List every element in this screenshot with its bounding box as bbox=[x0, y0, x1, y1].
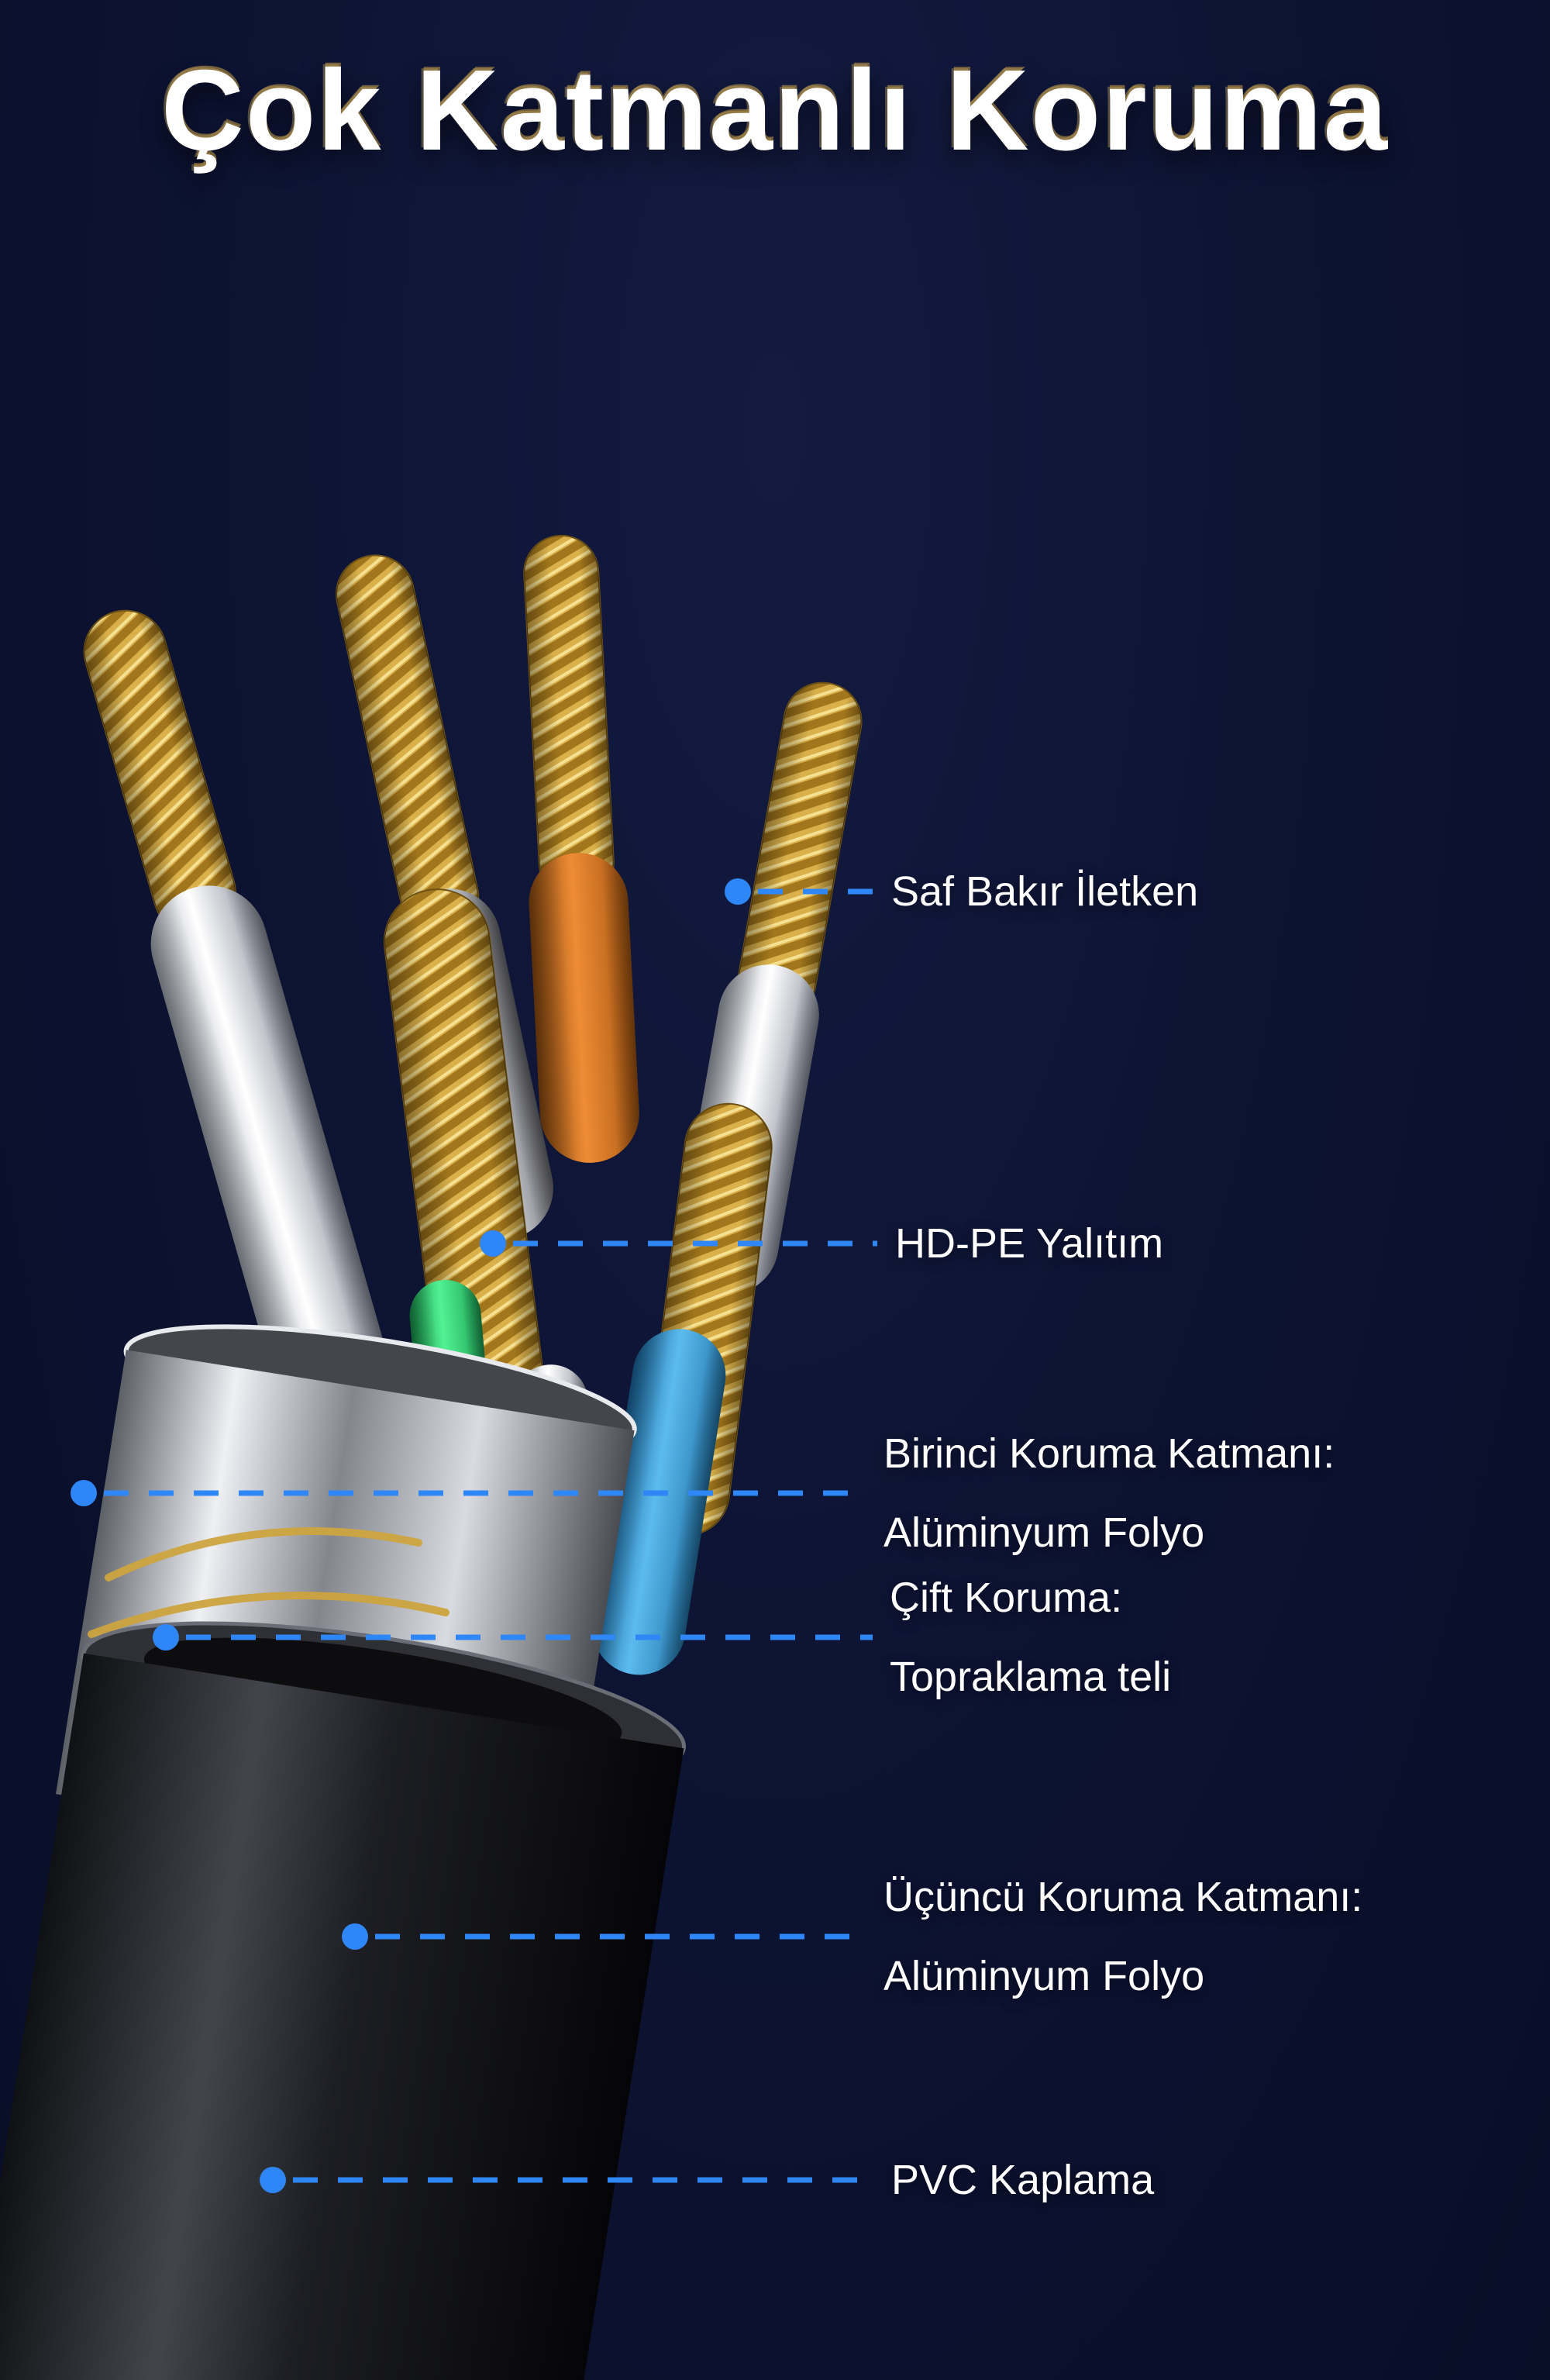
callout-dot-6 bbox=[260, 2167, 286, 2193]
callout-label: Alüminyum Folyo bbox=[884, 1509, 1205, 1556]
callout-dot-2 bbox=[480, 1230, 506, 1257]
callout-label: PVC Kaplama bbox=[891, 2157, 1155, 2203]
callout-label: Alüminyum Folyo bbox=[884, 1953, 1205, 1999]
callout-label: Üçüncü Koruma Katmanı: bbox=[884, 1874, 1363, 1920]
callout-hdpe-insulation: HD-PE Yalıtım bbox=[895, 1204, 1163, 1283]
page-title: Çok Katmanlı Koruma bbox=[160, 47, 1390, 174]
pvc-jacket bbox=[0, 1621, 687, 2380]
callout-third-shield-layer: Üçüncü Koruma Katmanı: Alüminyum Folyo bbox=[884, 1857, 1362, 2016]
callout-dot-3 bbox=[71, 1480, 97, 1506]
callout-dot-4 bbox=[153, 1624, 179, 1650]
callout-label: Topraklama teli bbox=[890, 1654, 1172, 1700]
callout-dot-1 bbox=[725, 878, 751, 905]
callout-first-shield-layer: Birinci Koruma Katmanı: Alüminyum Folyo bbox=[884, 1414, 1335, 1572]
callout-pure-copper-conductor: Saf Bakır İletken bbox=[891, 852, 1198, 931]
callout-label: HD-PE Yalıtım bbox=[895, 1220, 1164, 1267]
wire-orange bbox=[523, 534, 639, 1163]
callout-label: Saf Bakır İletken bbox=[891, 868, 1199, 915]
callout-label: Çift Koruma: bbox=[890, 1575, 1123, 1621]
callout-pvc-coating: PVC Kaplama bbox=[891, 2140, 1154, 2220]
callout-label: Birinci Koruma Katmanı: bbox=[884, 1430, 1335, 1477]
callout-double-shield-ground: Çift Koruma: Topraklama teli bbox=[890, 1558, 1171, 1716]
wire-white-left bbox=[83, 609, 385, 1412]
callout-dot-5 bbox=[342, 1923, 368, 1950]
